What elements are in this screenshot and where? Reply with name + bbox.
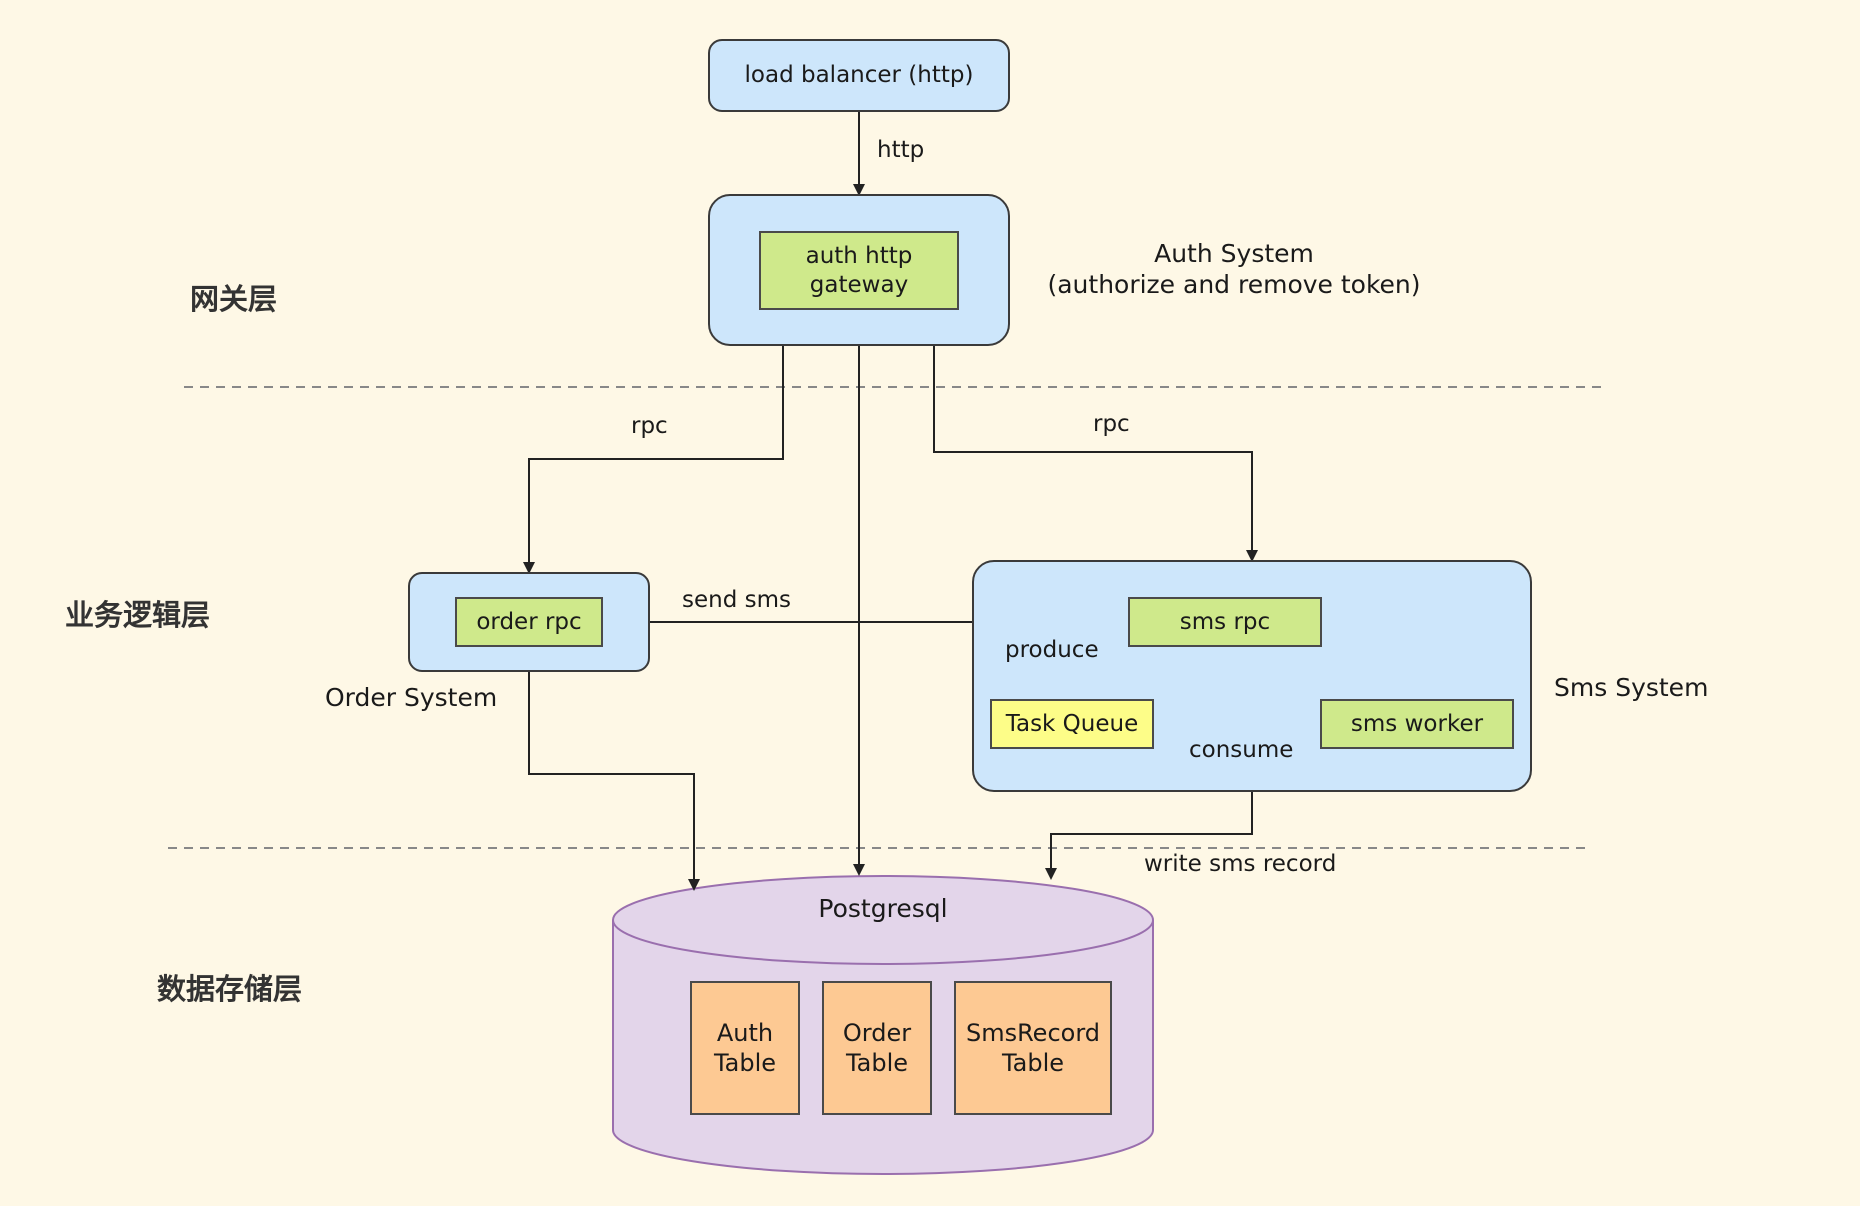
edge-label-write-sms-record: write sms record <box>1144 851 1337 877</box>
edge-label-http: http <box>877 137 925 163</box>
sms-rpc-label: sms rpc <box>1179 608 1271 635</box>
auth-http-gateway-box[interactable]: auth http gateway <box>759 231 959 310</box>
smsrecord-table-box[interactable]: SmsRecord Table <box>954 981 1112 1115</box>
task-queue-label: Task Queue <box>1005 710 1139 737</box>
sms-worker-label: sms worker <box>1350 710 1484 737</box>
order-rpc-label: order rpc <box>476 608 582 635</box>
order-system-label: Order System <box>325 683 498 712</box>
layer-label-gateway: 网关层 <box>190 282 278 316</box>
layer-label-business: 业务逻辑层 <box>65 598 211 632</box>
postgresql-label: Postgresql <box>818 894 948 923</box>
auth-http-gateway-label: auth http gateway <box>805 242 913 298</box>
edge-label-produce: produce <box>1005 637 1099 663</box>
edge-label-rpc-left: rpc <box>631 413 668 439</box>
layer-label-storage: 数据存储层 <box>157 972 303 1006</box>
edge-order-to-postgresql <box>528 672 700 891</box>
edge-gateway-to-order-rpc <box>523 346 784 574</box>
edge-label-send-sms: send sms <box>682 587 791 613</box>
sms-worker-box[interactable]: sms worker <box>1320 699 1514 749</box>
auth-table-label: Auth Table <box>713 1019 777 1077</box>
edge-label-consume: consume <box>1189 737 1294 763</box>
sms-system-label: Sms System <box>1554 673 1709 702</box>
edge-label-rpc-right: rpc <box>1093 411 1130 437</box>
load-balancer-label: load balancer (http) <box>744 62 974 89</box>
order-table-box[interactable]: Order Table <box>822 981 932 1115</box>
edge-sms-to-postgresql <box>1045 792 1253 880</box>
auth-table-box[interactable]: Auth Table <box>690 981 800 1115</box>
smsrecord-table-label: SmsRecord Table <box>965 1019 1101 1077</box>
order-rpc-box[interactable]: order rpc <box>455 597 603 647</box>
order-table-label: Order Table <box>842 1019 912 1077</box>
load-balancer-box[interactable]: load balancer (http) <box>708 39 1010 112</box>
task-queue-box[interactable]: Task Queue <box>990 699 1154 749</box>
sms-rpc-box[interactable]: sms rpc <box>1128 597 1322 647</box>
auth-system-label: Auth System (authorize and remove token) <box>1047 239 1421 300</box>
edge-gateway-to-sms-system <box>933 346 1258 562</box>
